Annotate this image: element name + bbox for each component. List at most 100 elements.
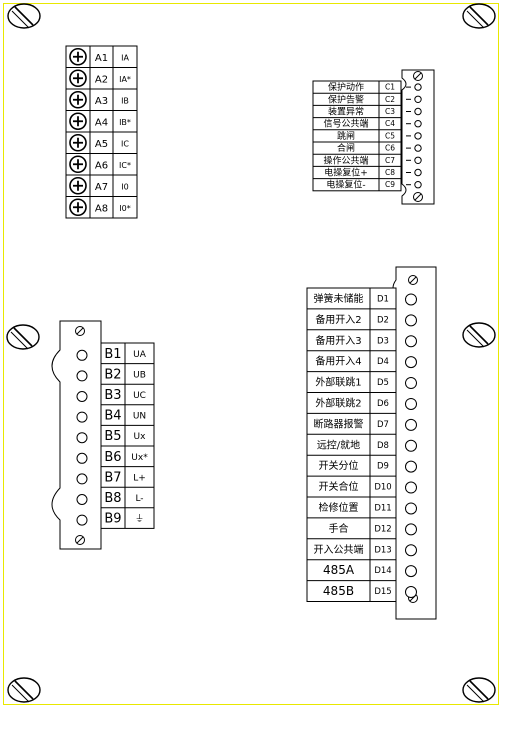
terminal-screw-icon xyxy=(406,181,422,189)
terminal-screw-icon xyxy=(405,544,417,557)
terminal-pin-label: D9 xyxy=(377,462,389,472)
connector-screw-icon xyxy=(413,71,423,81)
signal-label: UN xyxy=(133,412,146,422)
terminal-pin-label: A5 xyxy=(95,139,108,150)
terminal-pin-label: D6 xyxy=(377,399,389,409)
connector-screw-icon xyxy=(413,192,423,202)
terminal-screw-icon xyxy=(406,168,422,177)
terminal-screw-icon xyxy=(405,502,417,515)
terminal-pin-label: A2 xyxy=(95,74,108,85)
signal-label: 信号公共端 xyxy=(323,118,368,130)
signal-label: 外部联跳2 xyxy=(315,396,361,409)
terminal-screw-icon xyxy=(69,112,87,131)
signal-label: 保护告警 xyxy=(328,93,364,105)
signal-label: UB xyxy=(133,370,146,380)
terminal-pin-label: A6 xyxy=(95,160,108,171)
connector-screw-icon xyxy=(75,326,85,336)
terminal-screw-icon xyxy=(405,586,417,599)
signal-label: 检修位置 xyxy=(319,501,359,514)
signal-label: L- xyxy=(135,494,143,504)
terminal-pin-label: C3 xyxy=(385,107,395,116)
signal-label: L+ xyxy=(133,473,146,483)
terminal-screw-icon xyxy=(76,370,88,382)
terminal-pin-label: D14 xyxy=(374,566,391,576)
terminal-screw-icon xyxy=(405,397,417,410)
terminal-screw-icon xyxy=(406,156,422,165)
terminal-screw-icon xyxy=(76,411,88,423)
signal-label: UA xyxy=(133,350,147,360)
terminal-screw-icon xyxy=(69,69,87,88)
terminal-pin-label: C2 xyxy=(385,95,395,104)
signal-label: 开关分位 xyxy=(319,459,359,472)
signal-label: 备用开入4 xyxy=(315,355,361,368)
terminal-screw-icon xyxy=(405,418,417,431)
signal-label: 远控/就地 xyxy=(317,438,360,451)
terminal-screw-icon xyxy=(69,90,87,109)
terminal-screw-icon xyxy=(76,432,88,444)
terminal-screw-icon xyxy=(406,132,422,140)
mounting-screw-icon xyxy=(7,677,41,703)
terminal-screw-icon xyxy=(69,176,87,195)
terminal-screw-icon xyxy=(405,565,417,578)
terminal-pin-label: C8 xyxy=(385,168,395,177)
signal-label: UC xyxy=(133,391,146,401)
terminal-pin-label: D11 xyxy=(374,503,391,513)
signal-label: 电操复位- xyxy=(326,179,365,191)
terminal-pin-label: A3 xyxy=(95,96,108,107)
terminal-pin-label: B5 xyxy=(104,429,121,444)
signal-label: IB* xyxy=(119,118,131,127)
signal-label: 电操复位+ xyxy=(324,167,368,179)
terminal-screw-icon xyxy=(405,335,417,348)
signal-label: Ux* xyxy=(131,453,148,463)
panel-border xyxy=(3,3,499,705)
terminal-screw-icon xyxy=(76,452,88,464)
terminal-screw-icon xyxy=(405,481,417,494)
signal-label: ⏚ xyxy=(135,514,144,525)
terminal-pin-label: C4 xyxy=(385,119,395,128)
connector-screw-icon xyxy=(408,275,418,285)
terminal-screw-icon xyxy=(69,155,87,174)
terminal-screw-icon xyxy=(406,144,422,152)
terminal-pin-label: B8 xyxy=(104,491,121,506)
terminal-screw-icon xyxy=(405,439,417,452)
terminal-pin-label: D4 xyxy=(377,357,389,367)
terminal-screw-icon xyxy=(405,523,417,536)
terminal-screw-icon xyxy=(405,377,417,390)
signal-label: 跳闸 xyxy=(337,130,355,142)
terminal-pin-label: D7 xyxy=(377,420,389,430)
signal-label: 开关合位 xyxy=(319,480,359,493)
terminal-pin-label: A4 xyxy=(95,117,108,128)
terminal-pin-label: D3 xyxy=(377,336,389,346)
terminal-pin-label: C9 xyxy=(385,180,395,189)
signal-label: IC xyxy=(121,139,129,148)
mounting-screw-icon xyxy=(7,3,41,29)
signal-label: I0 xyxy=(121,182,128,191)
terminal-screw-icon xyxy=(69,47,87,66)
terminal-screw-icon xyxy=(405,356,417,369)
signal-label: IA xyxy=(121,53,129,62)
terminal-pin-label: D2 xyxy=(377,315,389,325)
terminal-screw-icon xyxy=(405,460,417,473)
terminal-screw-icon xyxy=(406,120,422,128)
connector-screw-icon xyxy=(75,535,85,545)
terminal-pin-label: B7 xyxy=(104,470,121,485)
signal-label: 485B xyxy=(323,584,354,598)
signal-label: IA* xyxy=(119,75,131,84)
mounting-screw-icon xyxy=(462,322,496,348)
terminal-screw-icon xyxy=(406,107,422,116)
terminal-pin-label: C5 xyxy=(385,131,395,140)
terminal-pin-label: C6 xyxy=(385,144,395,153)
terminal-screw-icon xyxy=(406,83,422,91)
terminal-pin-label: D10 xyxy=(374,483,391,493)
signal-label: Ux xyxy=(134,432,147,442)
terminal-screw-icon xyxy=(76,349,88,361)
signal-label: 合闸 xyxy=(337,142,355,154)
terminal-pin-label: B4 xyxy=(104,409,121,424)
terminal-pin-label: B1 xyxy=(104,347,121,362)
table-frame xyxy=(306,287,397,602)
signal-label: 开入公共端 xyxy=(314,543,364,556)
terminal-pin-label: B2 xyxy=(104,367,121,382)
